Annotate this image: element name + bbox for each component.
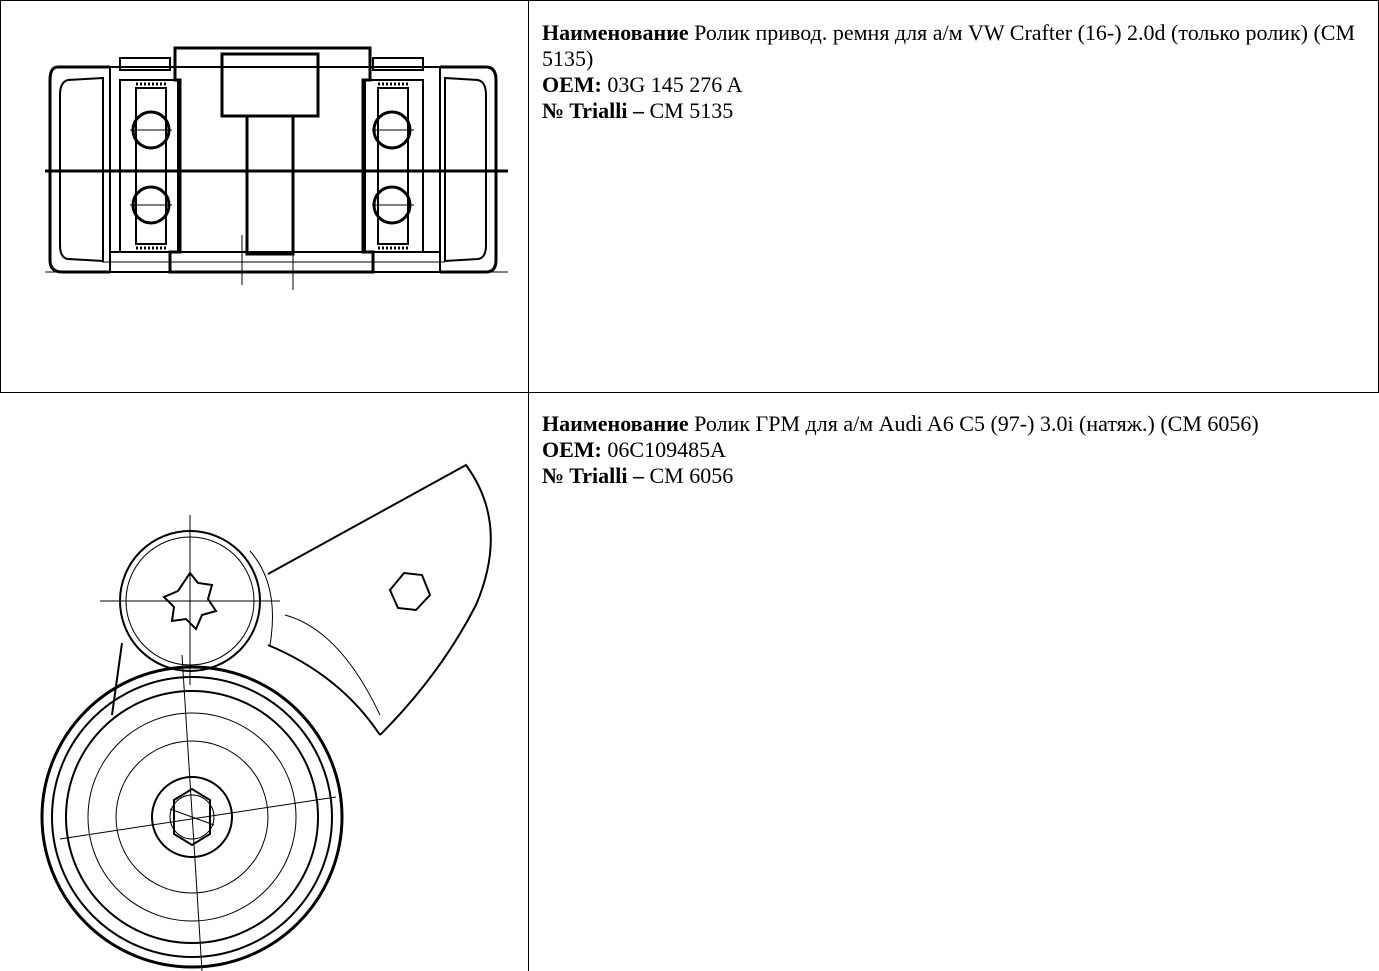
trialli-line: № Trialli – CM 5135 (542, 98, 1362, 124)
trialli-line: № Trialli – CM 6056 (542, 463, 1372, 489)
column-divider (528, 0, 529, 971)
product-name-line: Наименование Ролик привод. ремня для а/м… (542, 20, 1362, 72)
product-drawing-tensioner (40, 455, 510, 971)
cross-section-svg (45, 46, 508, 290)
product-info-1: Наименование Ролик привод. ремня для а/м… (542, 20, 1362, 124)
oem-line: OEM: 03G 145 276 A (542, 72, 1362, 98)
oem-label: OEM: (542, 72, 602, 97)
name-value: Ролик привод. ремня для а/м VW Crafter (… (542, 20, 1356, 71)
trialli-value: CM 6056 (649, 463, 734, 488)
oem-line: OEM: 06C109485A (542, 437, 1372, 463)
trialli-label: № Trialli – (542, 98, 644, 123)
product-drawing-pulley-section (40, 40, 510, 290)
product-info-2: Наименование Ролик ГРМ для а/м Audi A6 C… (542, 411, 1372, 489)
product-name-line: Наименование Ролик ГРМ для а/м Audi A6 C… (542, 411, 1372, 437)
name-label: Наименование (542, 20, 689, 45)
table-border-left (0, 0, 1, 393)
trialli-label: № Trialli – (542, 463, 644, 488)
oem-value: 03G 145 276 A (607, 72, 743, 97)
trialli-value: CM 5135 (649, 98, 734, 123)
tensioner-svg (40, 463, 492, 971)
oem-label: OEM: (542, 437, 602, 462)
name-value: Ролик ГРМ для а/м Audi A6 C5 (97-) 3.0i … (694, 411, 1259, 436)
row-divider (0, 392, 1379, 393)
name-label: Наименование (542, 411, 689, 436)
oem-value: 06C109485A (607, 437, 726, 462)
table-border-top (0, 0, 1379, 1)
